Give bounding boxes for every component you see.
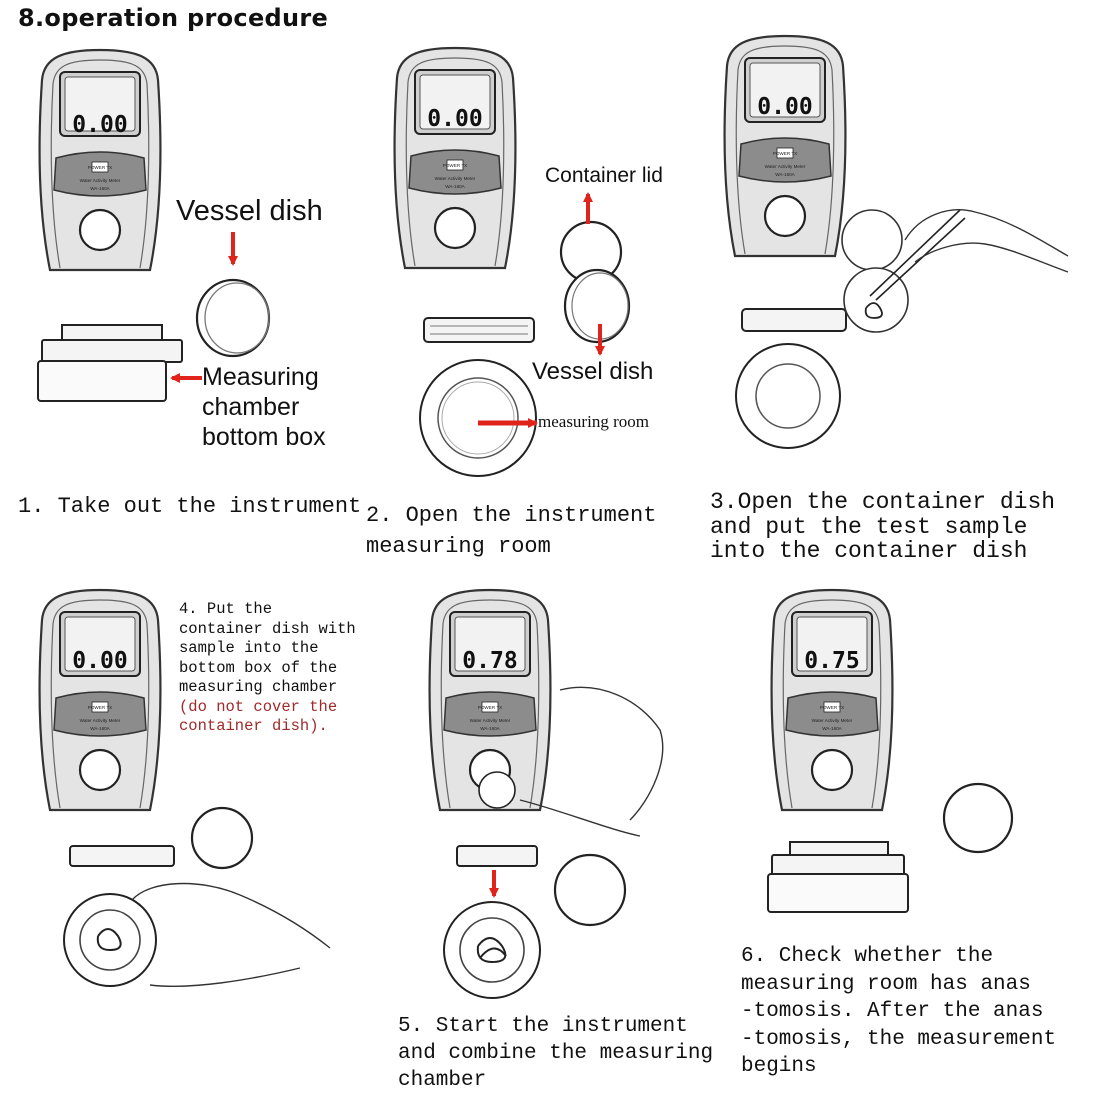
step1-vessel-label: Vessel dish xyxy=(176,195,323,227)
step4-illustration: 0.00 POWER TX Water Activity Meter WA-16… xyxy=(38,588,331,987)
step3-container-lid xyxy=(841,209,903,271)
step1-chamber-label: Measuring chamber bottom box xyxy=(202,363,326,451)
step4-caption-main: 4. Put the container dish with sample in… xyxy=(179,600,356,696)
step3-illustration: 0.00 POWER TX Water Activity Meter WA-16… xyxy=(723,34,1069,449)
step3-model-name: Water Activity Meter xyxy=(765,164,806,169)
page-title: 8.operation procedure xyxy=(18,4,329,32)
step1-meter: 0.00 POWER TX Water Activity Meter WA-16… xyxy=(38,48,162,272)
step6-caption: 6. Check whether the measuring room has … xyxy=(741,945,1057,1078)
step2-vessel-dish xyxy=(563,268,631,344)
step4-container-lid xyxy=(190,806,254,870)
step4-meter: 0.00 POWER TX Water Activity Meter WA-16… xyxy=(38,588,162,812)
step5-model-code: WA-160A xyxy=(480,726,500,731)
step6-lcd-reading: 0.75 xyxy=(804,648,859,674)
step3-lcd-reading: 0.00 xyxy=(757,94,812,120)
step6-brand-label: POWER TX xyxy=(820,705,844,710)
step5-container-lid xyxy=(553,853,627,927)
step1-model-code: WA-160A xyxy=(90,186,110,191)
step1-brand-label: POWER TX xyxy=(88,165,112,170)
step6-illustration: 0.75 POWER TX Water Activity Meter WA-16… xyxy=(767,588,1014,913)
step4-lcd-reading: 0.00 xyxy=(72,648,127,674)
step2-caption: 2. Open the instrument measuring room xyxy=(366,503,657,559)
step2-vessel-label: Vessel dish xyxy=(532,358,654,385)
step3-brand-label: POWER TX xyxy=(773,151,797,156)
step1-model-name: Water Activity Meter xyxy=(80,178,121,183)
step4-brand-label: POWER TX xyxy=(88,705,112,710)
step6-model-name: Water Activity Meter xyxy=(812,718,853,723)
step3-model-code: WA-160A xyxy=(775,172,795,177)
step2-lcd-reading: 0.00 xyxy=(427,106,482,132)
step5-caption: 5. Start the instrument and combine the … xyxy=(398,1015,714,1092)
step6-chamber-box xyxy=(767,873,909,913)
step4-caption-warning: (do not cover the container dish). xyxy=(179,697,338,736)
step6-meter: 0.75 POWER TX Water Activity Meter WA-16… xyxy=(770,588,894,812)
step3-caption: 3.Open the container dish and put the te… xyxy=(710,489,1056,564)
step2-brand-label: POWER TX xyxy=(443,163,467,168)
step2-model-code: WA-160A xyxy=(445,184,465,189)
step1-illustration: 0.00 POWER TX Water Activity Meter WA-16… xyxy=(37,48,271,402)
step4-model-name: Water Activity Meter xyxy=(80,718,121,723)
step5-brand-label: POWER TX xyxy=(478,705,502,710)
step4-caption: 4. Put the container dish with sample in… xyxy=(179,600,365,737)
step5-meter: 0.78 POWER TX Water Activity Meter WA-16… xyxy=(428,588,552,812)
step1-chamber-box xyxy=(37,360,167,402)
step6-container-lid xyxy=(942,782,1014,854)
step2-lid-label: Container lid xyxy=(545,164,663,187)
step2-model-name: Water Activity Meter xyxy=(435,176,476,181)
step5-illustration: 0.78 POWER TX Water Activity Meter WA-16… xyxy=(428,588,664,999)
step2-room-label: measuring room xyxy=(538,412,649,431)
step2-illustration: 0.00 POWER TX Water Activity Meter WA-16… xyxy=(393,46,631,477)
step1-lcd-reading: 0.00 xyxy=(72,112,127,138)
step5-model-name: Water Activity Meter xyxy=(470,718,511,723)
step3-meter: 0.00 POWER TX Water Activity Meter WA-16… xyxy=(723,34,847,258)
step4-model-code: WA-160A xyxy=(90,726,110,731)
step5-lcd-reading: 0.78 xyxy=(462,648,517,674)
step2-meter: 0.00 POWER TX Water Activity Meter WA-16… xyxy=(393,46,517,270)
step1-caption: 1. Take out the instrument xyxy=(18,494,362,519)
step6-model-code: WA-160A xyxy=(822,726,842,731)
